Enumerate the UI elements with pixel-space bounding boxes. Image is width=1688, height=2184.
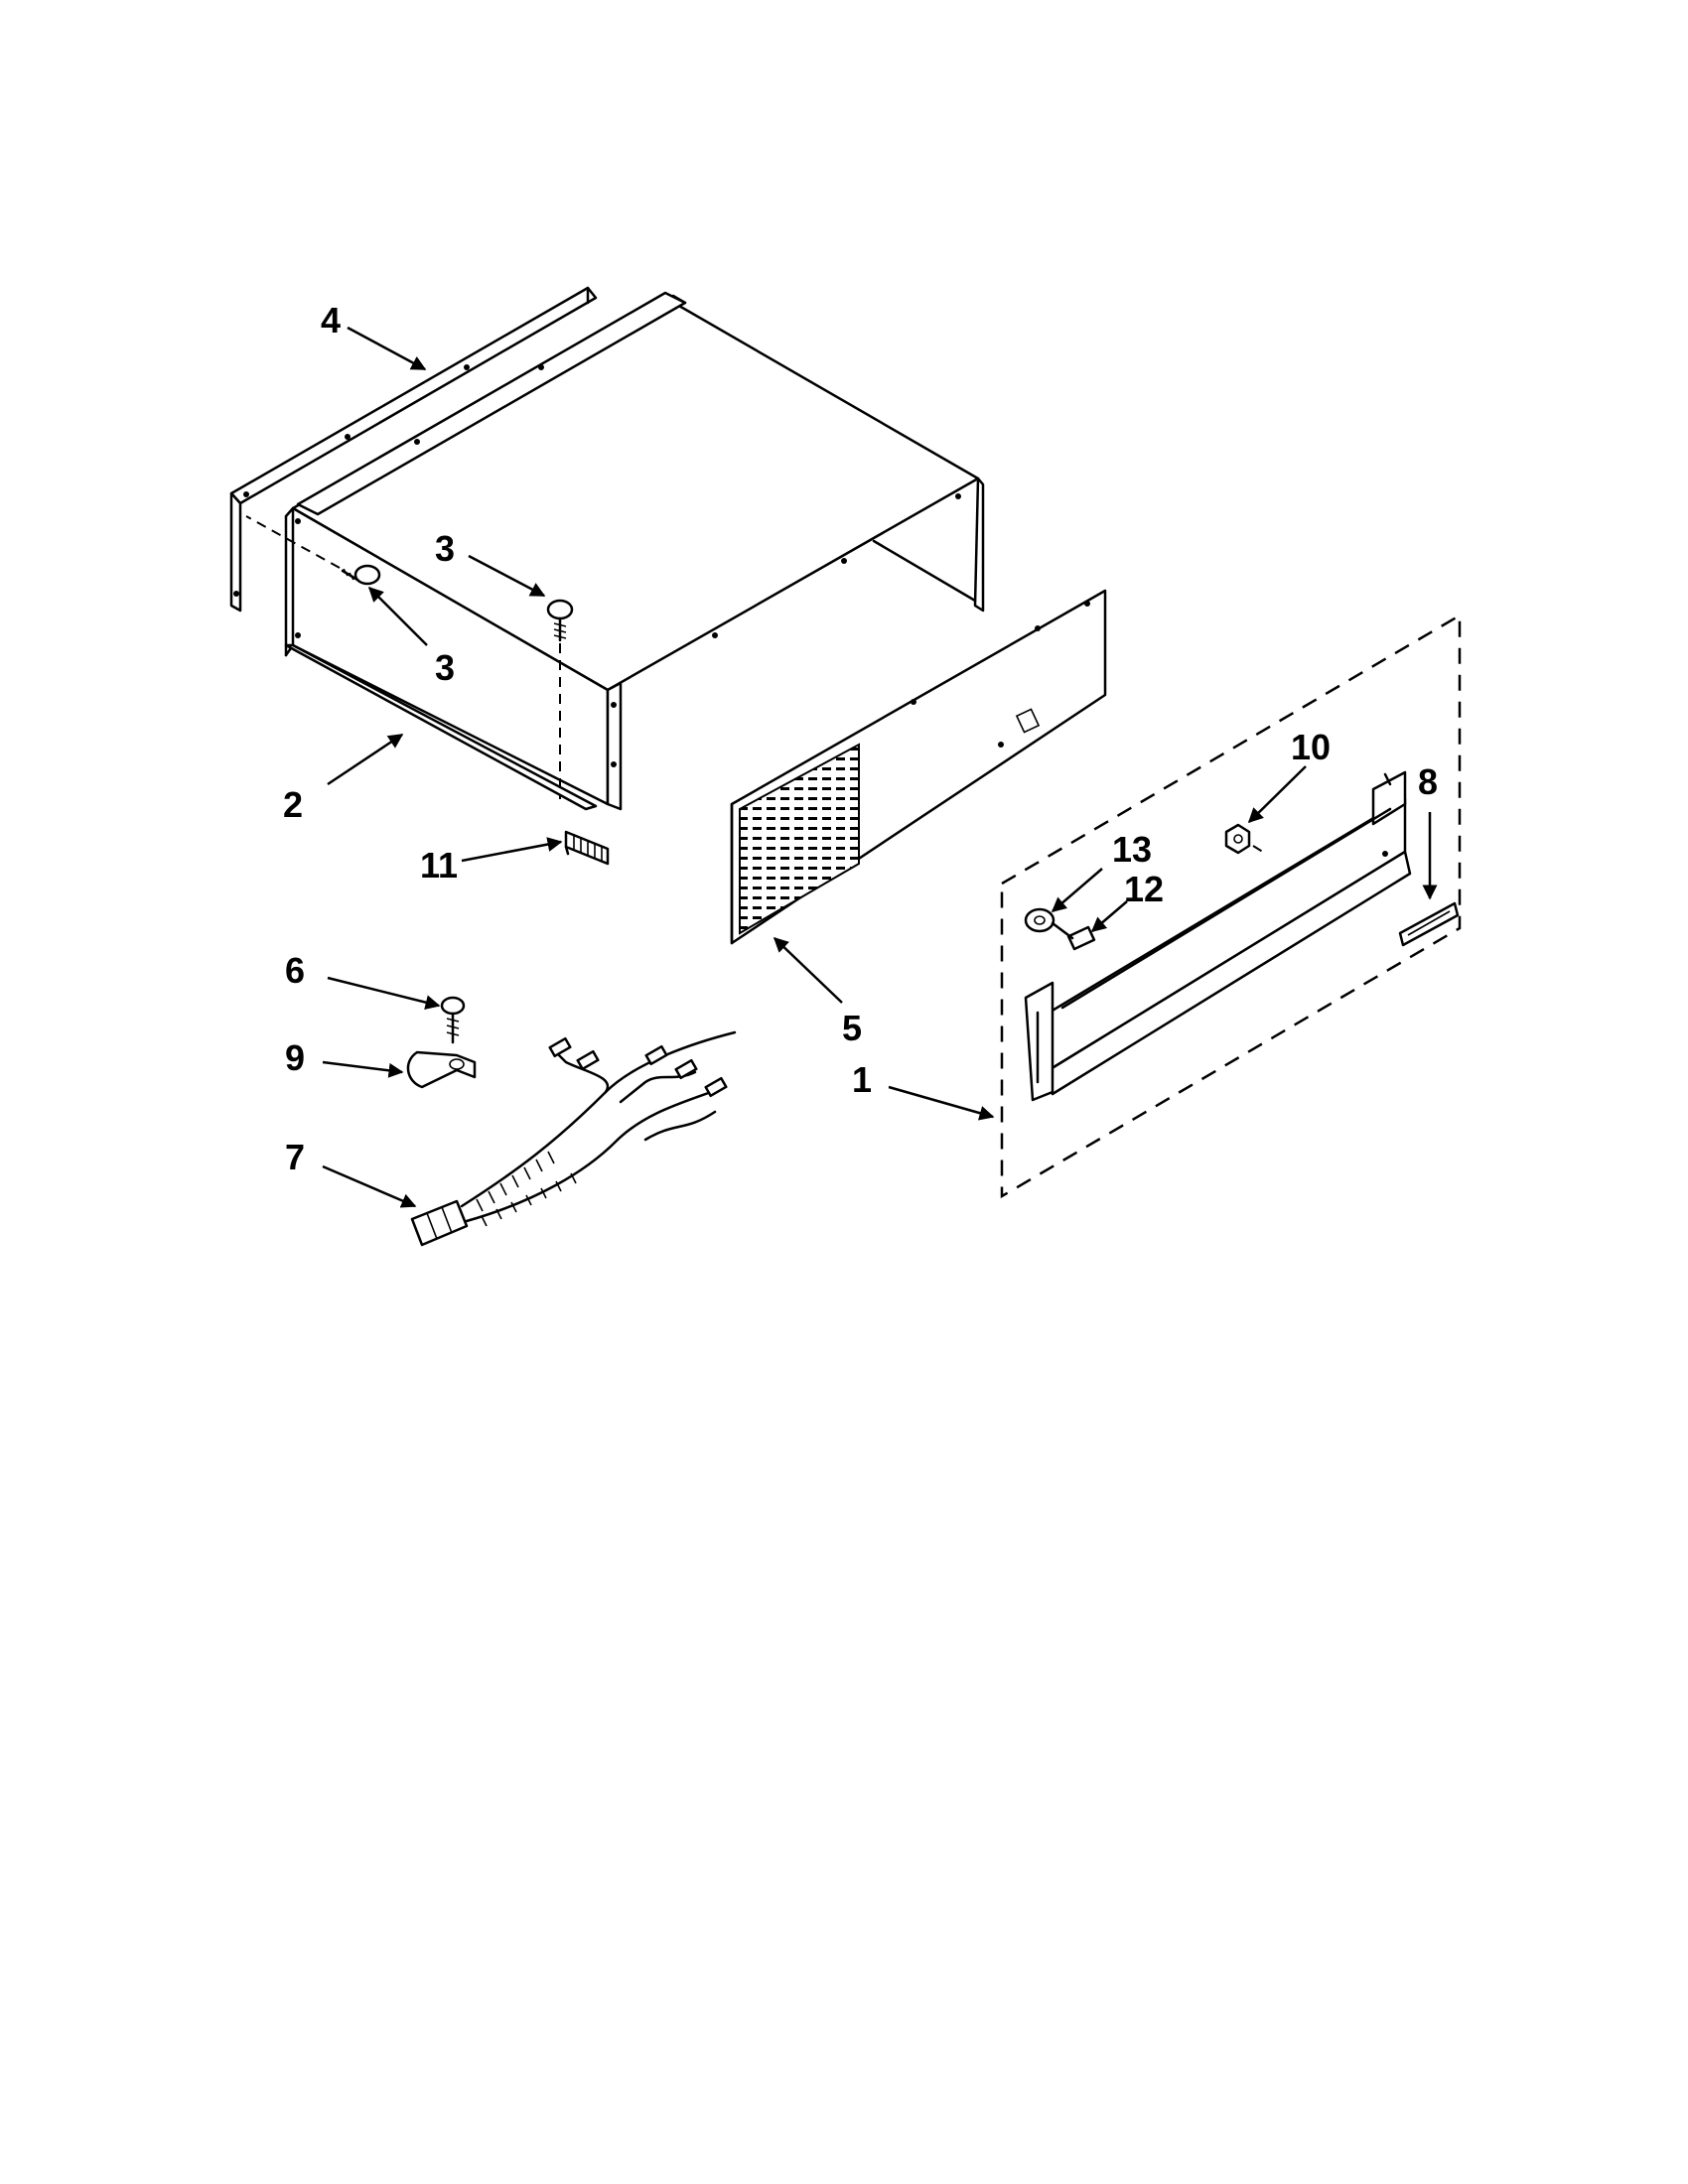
callout-9: 9	[285, 1037, 305, 1078]
callout-3-lower: 3	[435, 647, 455, 688]
leg-part	[1051, 921, 1096, 951]
arrow-12	[1090, 900, 1128, 932]
arrow-5	[773, 936, 843, 1004]
nut-part	[1224, 823, 1267, 855]
callout-6: 6	[285, 950, 305, 991]
callout-arrows	[322, 326, 1438, 1208]
bumper-part	[1024, 907, 1055, 933]
arrow-10	[1247, 765, 1307, 824]
callout-labels: 4 3 3 2 11 6 9 7 5 10 8 13 12 1	[283, 300, 1438, 1177]
arrow-2	[327, 733, 404, 786]
callout-4: 4	[321, 300, 341, 341]
wire-harness-part	[410, 1030, 737, 1247]
arrow-4	[347, 326, 427, 371]
nameplate-badge-part	[1398, 901, 1460, 947]
arrow-1	[888, 1085, 995, 1121]
clip-part	[564, 830, 610, 866]
callout-5: 5	[842, 1008, 862, 1048]
screw-part-lower	[245, 515, 381, 586]
callout-1: 1	[852, 1059, 872, 1100]
arrow-9	[322, 1060, 404, 1078]
callout-13: 13	[1112, 829, 1152, 870]
arrow-6	[327, 976, 441, 1011]
kick-plate-part	[1024, 770, 1412, 1102]
callout-7: 7	[285, 1137, 305, 1177]
arrow-3-upper	[468, 554, 546, 598]
screw-part-harness	[440, 996, 466, 1044]
callout-3-upper: 3	[435, 528, 455, 569]
callout-2: 2	[283, 784, 303, 825]
grille-panel-part	[730, 589, 1107, 945]
callout-10: 10	[1291, 727, 1331, 767]
rear-bracket-part	[229, 286, 598, 613]
screw-part-upper	[546, 599, 574, 799]
cable-clamp-part	[406, 1050, 477, 1089]
arrow-13	[1051, 868, 1103, 912]
callout-11: 11	[420, 845, 458, 886]
arrow-3-lower	[367, 586, 428, 646]
arrow-7	[322, 1164, 417, 1208]
kit-boundary-outline	[1000, 613, 1462, 1199]
callout-8: 8	[1418, 761, 1438, 802]
arrow-11	[461, 837, 563, 863]
callout-12: 12	[1124, 869, 1164, 909]
